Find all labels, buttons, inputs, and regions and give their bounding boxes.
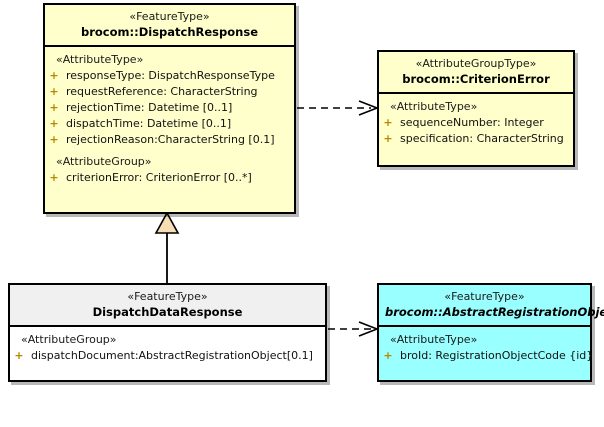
- visibility-marker: +: [49, 171, 59, 184]
- compartment-label-attributegroup: «AttributeGroup»: [56, 155, 152, 168]
- class-box-dispatch-data-response[interactable]: «FeatureType» DispatchDataResponse «Attr…: [8, 283, 327, 382]
- class-header: «FeatureType» brocom::AbstractRegistrati…: [379, 285, 604, 327]
- compartment-label-attributetype: «AttributeType»: [56, 53, 144, 66]
- attribute-text: criterionError: CriterionError [0..*]: [66, 171, 252, 184]
- class-stereotype: «FeatureType»: [129, 10, 210, 23]
- attribute-row: + dispatchTime: Datetime [0..1]: [45, 116, 294, 132]
- visibility-marker: +: [383, 116, 393, 129]
- attribute-text: rejectionTime: Datetime [0..1]: [66, 101, 233, 114]
- visibility-marker: +: [49, 117, 59, 130]
- attribute-text: rejectionReason:CharacterString [0.1]: [66, 133, 275, 146]
- attribute-text: dispatchTime: Datetime [0..1]: [66, 117, 232, 130]
- class-box-criterion-error[interactable]: «AttributeGroupType» brocom::CriterionEr…: [377, 50, 575, 167]
- compartment-label-attributegroup: «AttributeGroup»: [21, 333, 117, 346]
- attribute-text: sequenceNumber: Integer: [400, 116, 544, 129]
- dependency-dispatchdataresponse-abstractregistrationobject: [328, 321, 380, 337]
- class-box-abstract-registration-object[interactable]: «FeatureType» brocom::AbstractRegistrati…: [377, 283, 604, 382]
- compartment-label-attributetype: «AttributeType»: [390, 100, 478, 113]
- class-name: brocom::AbstractRegistrationObject: [385, 305, 604, 319]
- attribute-row: + broId: RegistrationObjectCode {id}: [379, 348, 594, 364]
- class-header: «AttributeGroupType» brocom::CriterionEr…: [379, 52, 573, 94]
- attribute-row: + sequenceNumber: Integer: [379, 115, 573, 131]
- attribute-row: + requestReference: CharacterString: [45, 84, 294, 100]
- visibility-marker: +: [49, 69, 59, 82]
- class-header: «FeatureType» brocom::DispatchResponse: [45, 5, 294, 47]
- class-stereotype: «FeatureType»: [444, 290, 525, 303]
- hollow-triangle-arrowhead: [154, 211, 180, 234]
- attribute-text: requestReference: CharacterString: [66, 85, 258, 98]
- generalization-dispatchdataresponse-dispatchresponse: [154, 211, 180, 283]
- attribute-row: + responseType: DispatchResponseType: [45, 68, 294, 84]
- attribute-row: + dispatchDocument:AbstractRegistrationO…: [10, 348, 325, 364]
- attribute-text: specification: CharacterString: [400, 132, 564, 145]
- attribute-text: broId: RegistrationObjectCode {id}: [400, 349, 594, 362]
- class-body: «AttributeType» + broId: RegistrationObj…: [379, 327, 594, 369]
- class-name: brocom::CriterionError: [402, 72, 550, 86]
- visibility-marker: +: [14, 349, 24, 362]
- class-name: DispatchDataResponse: [92, 305, 243, 319]
- class-body: «AttributeType» + sequenceNumber: Intege…: [379, 94, 573, 152]
- visibility-marker: +: [383, 132, 393, 145]
- visibility-marker: +: [49, 85, 59, 98]
- attribute-row: + specification: CharacterString: [379, 131, 573, 147]
- attribute-text: responseType: DispatchResponseType: [66, 69, 275, 82]
- attribute-text: dispatchDocument:AbstractRegistrationObj…: [31, 349, 313, 362]
- open-arrowhead: [358, 100, 380, 116]
- class-body: «AttributeGroup» + dispatchDocument:Abst…: [10, 327, 325, 369]
- class-box-dispatch-response[interactable]: «FeatureType» brocom::DispatchResponse «…: [43, 3, 296, 214]
- compartment-label-attributetype: «AttributeType»: [390, 333, 478, 346]
- visibility-marker: +: [49, 133, 59, 146]
- class-header: «FeatureType» DispatchDataResponse: [10, 285, 325, 327]
- dependency-dispatchresponse-criterionerror: [297, 100, 380, 116]
- attribute-row: + rejectionReason:CharacterString [0.1]: [45, 132, 294, 148]
- attribute-row: + rejectionTime: Datetime [0..1]: [45, 100, 294, 116]
- class-stereotype: «FeatureType»: [127, 290, 208, 303]
- class-name: brocom::DispatchResponse: [81, 25, 258, 39]
- attribute-row: + criterionError: CriterionError [0..*]: [45, 170, 294, 186]
- open-arrowhead: [358, 321, 380, 337]
- class-stereotype: «AttributeGroupType»: [415, 57, 537, 70]
- visibility-marker: +: [49, 101, 59, 114]
- class-body: «AttributeType» + responseType: Dispatch…: [45, 47, 294, 191]
- visibility-marker: +: [383, 349, 393, 362]
